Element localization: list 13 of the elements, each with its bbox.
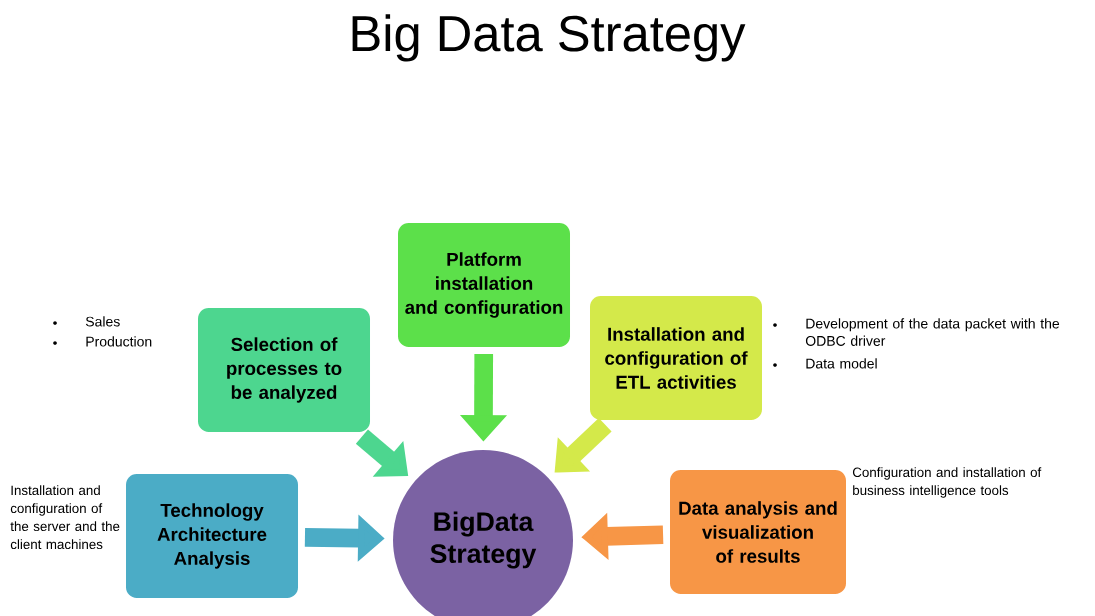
process-box: Selection of processes to be analyzed — [198, 308, 370, 432]
block-arrow — [554, 418, 612, 473]
process-box: Platform installation and configuration — [398, 223, 570, 347]
title: Big Data Strategy — [352, 14, 746, 62]
process-box: Data analysis and visualization of results — [670, 470, 846, 594]
bullet-item: Data model — [806, 358, 877, 369]
process-box: Installation and configuration of ETL activities — [590, 296, 762, 420]
note-text: Installation and configuration of the server and the client machines — [10, 485, 120, 550]
bullet-item: Sales — [85, 316, 120, 327]
process-box: Technology Architecture Analysis — [126, 474, 298, 598]
bullet-item: Production — [86, 336, 152, 347]
note-text: Configuration and installation of business intelligence tools — [852, 467, 1042, 498]
bullet-item: Development of the data packet with the ODBC driver — [805, 318, 1060, 346]
